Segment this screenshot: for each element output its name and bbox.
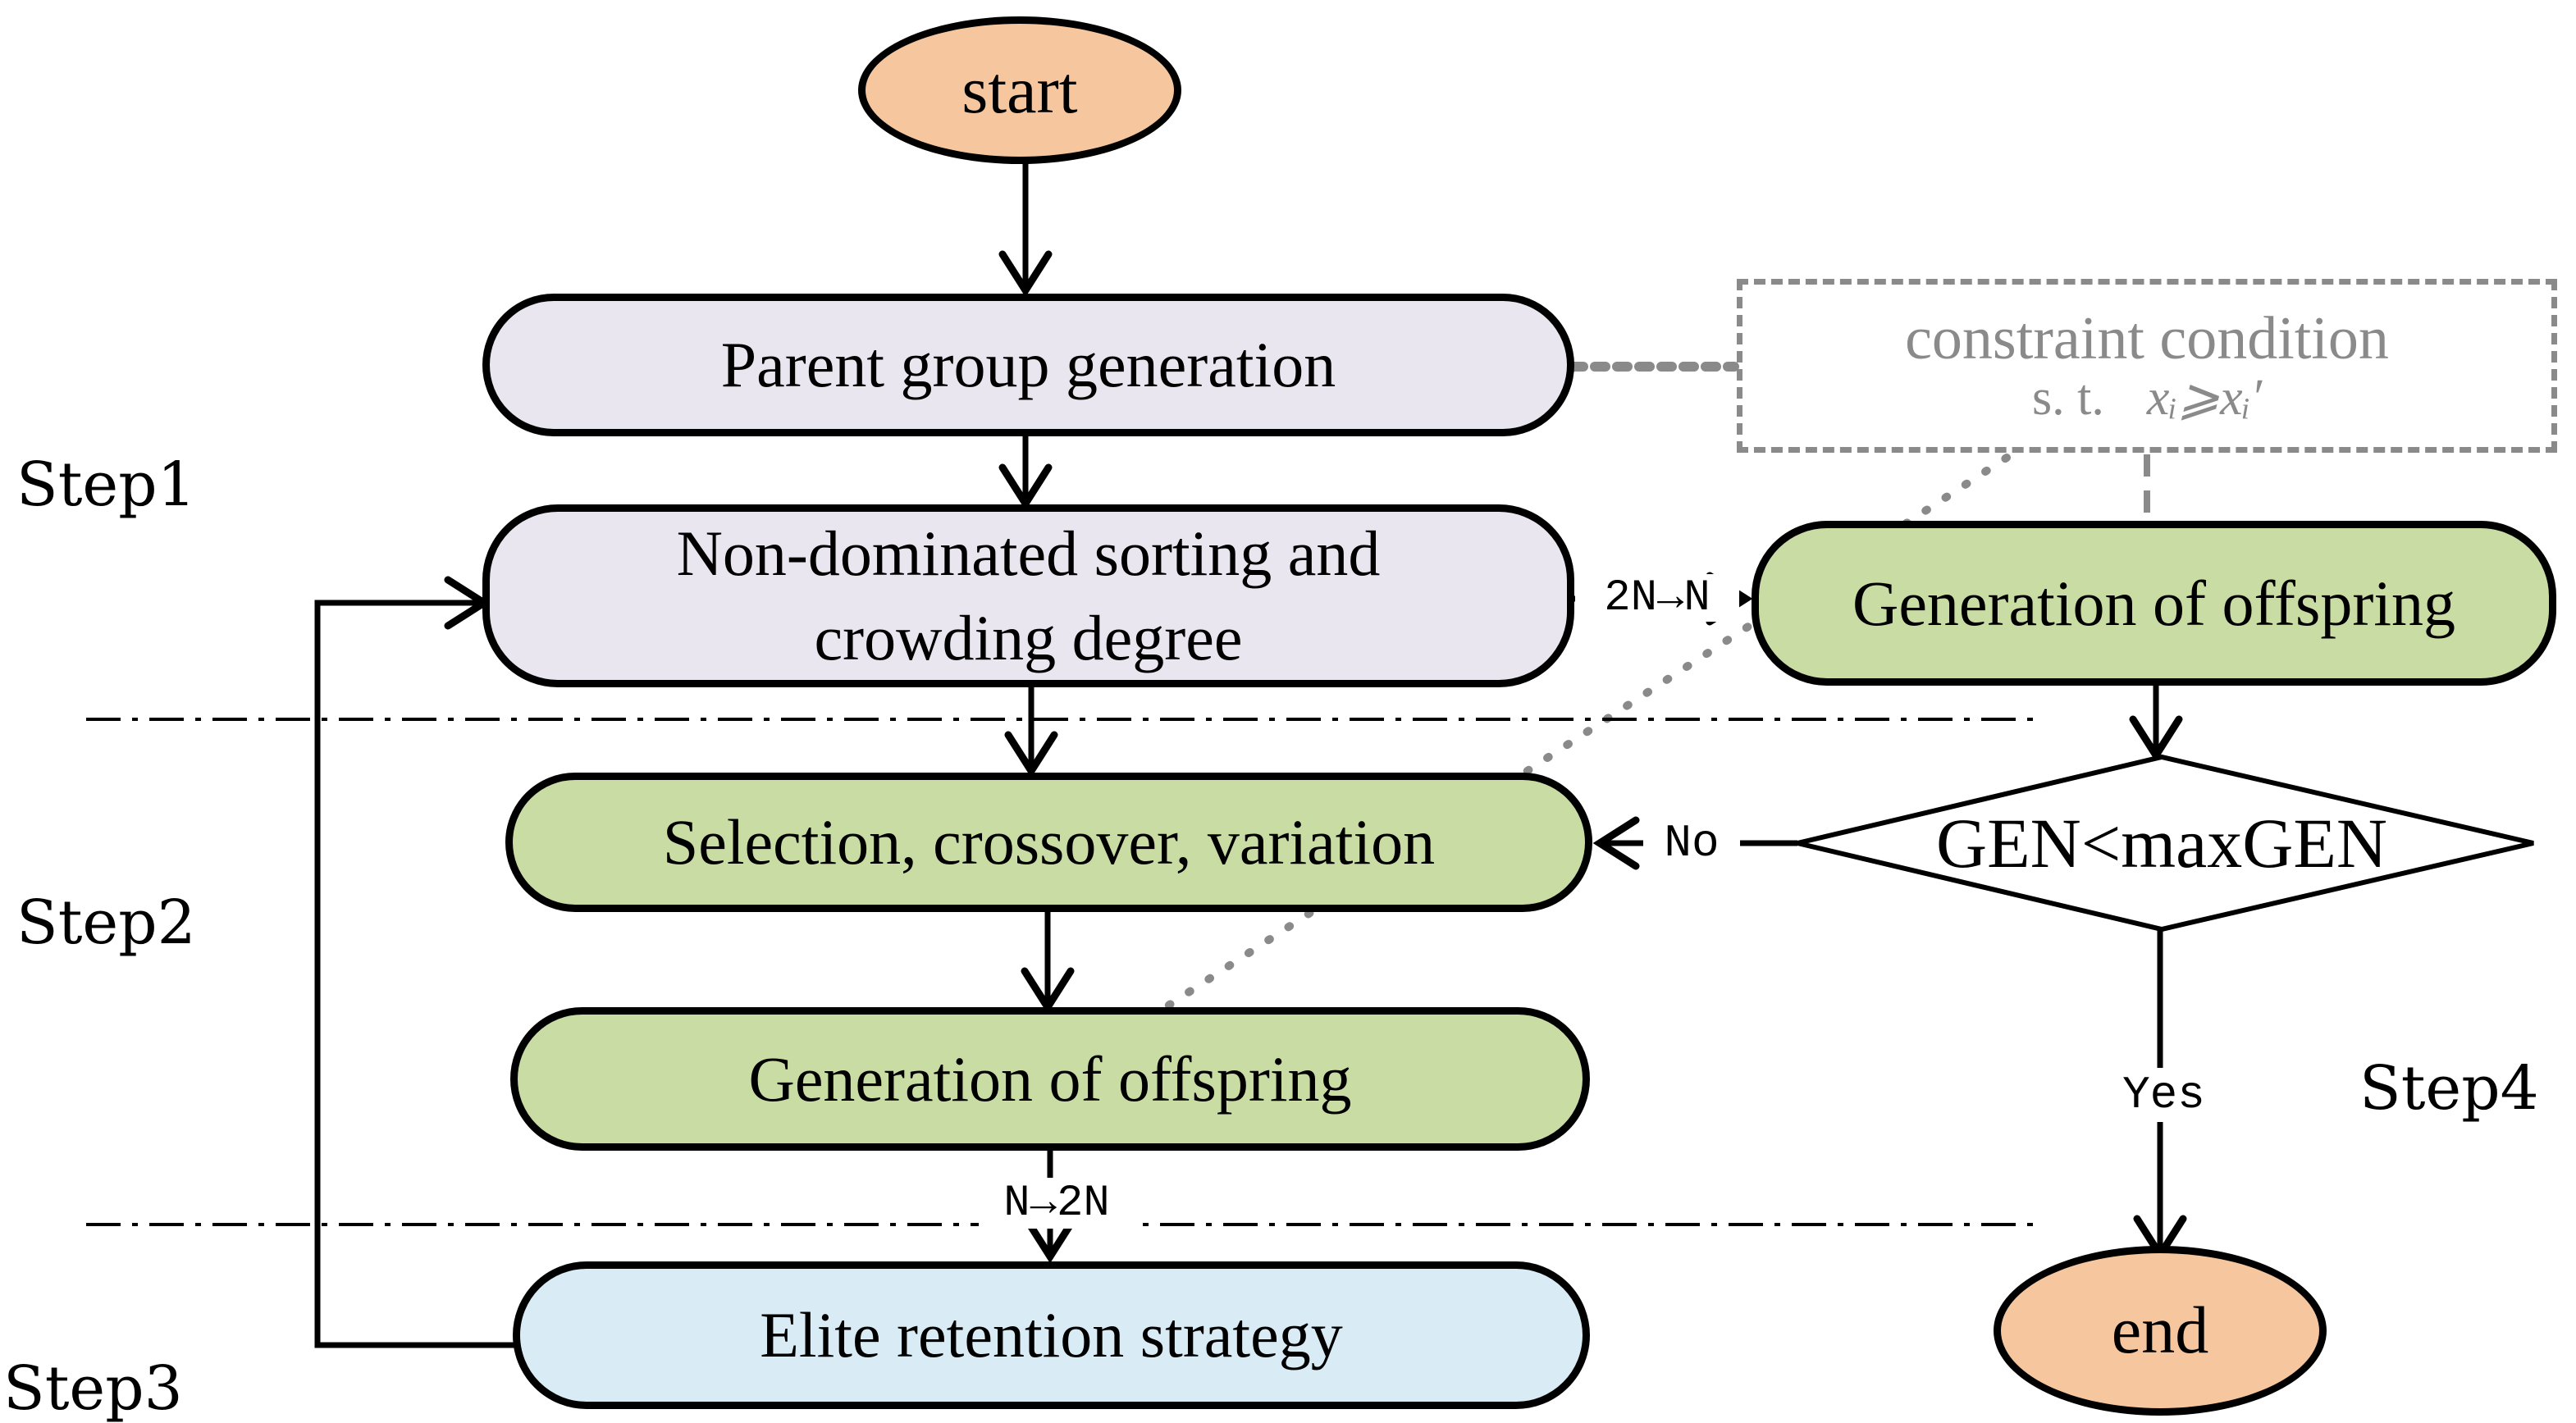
decision-label-text: GEN<maxGEN [1935,804,2388,883]
offspring-left-node: Generation of offspring [510,1007,1590,1151]
edge-label-2n-to-n: 2N→N [1575,573,1739,623]
elite-retention-label: Elite retention strategy [760,1299,1343,1371]
decision-node-label: GEN<maxGEN [1814,788,2510,898]
arrowhead-into-parent [998,250,1053,298]
arrowhead-into-selection [1004,731,1058,778]
edge-elite-loop-to-sorting [314,600,518,1348]
offspring-right-label: Generation of offspring [1852,567,2456,639]
edge-label-yes: Yes [2104,1068,2223,1122]
step1-label: Step1 [16,449,196,520]
step2-label: Step2 [16,887,196,958]
edge-label-n-to-2n: N→2N [979,1178,1135,1229]
parent-group-node: Parent group generation [482,294,1574,436]
non-dominated-sorting-node: Non-dominated sorting and crowding degre… [482,504,1574,687]
decision-diamond-shape [1797,754,2534,933]
step4-label: Step4 [2359,1053,2539,1124]
end-node: end [1994,1246,2327,1416]
start-node: start [858,16,1181,164]
constraint-formula: s. t. xᵢ⩾xᵢ′ [2032,372,2262,423]
arrowhead-no-into-selection [1592,816,1640,870]
offspring-left-label: Generation of offspring [748,1042,1352,1115]
parent-group-label: Parent group generation [720,329,1336,401]
arrowhead-into-elite [1023,1216,1077,1264]
constraint-expression: xᵢ⩾xᵢ′ [2146,370,2263,426]
start-label: start [961,52,1078,127]
selection-crossover-node: Selection, crossover, variation [505,773,1592,912]
selection-crossover-label: Selection, crossover, variation [662,806,1436,878]
elite-retention-node: Elite retention strategy [513,1261,1590,1409]
offspring-right-node: Generation of offspring [1752,521,2556,686]
step3-label: Step3 [3,1353,183,1423]
end-label: end [2111,1293,2209,1368]
arrowhead-into-sorting [998,463,1053,511]
non-dominated-sorting-label-line1: Non-dominated sorting and [676,517,1381,589]
constraint-condition-box: constraint condition s. t. xᵢ⩾xᵢ′ [1737,279,2557,453]
constraint-st-label: s. t. [2031,370,2104,426]
edge-label-no: No [1643,816,1740,870]
constraint-title: constraint condition [1905,305,2389,372]
arrowhead-into-decision [2129,715,2183,763]
non-dominated-sorting-label-line2: crowding degree [814,601,1243,673]
